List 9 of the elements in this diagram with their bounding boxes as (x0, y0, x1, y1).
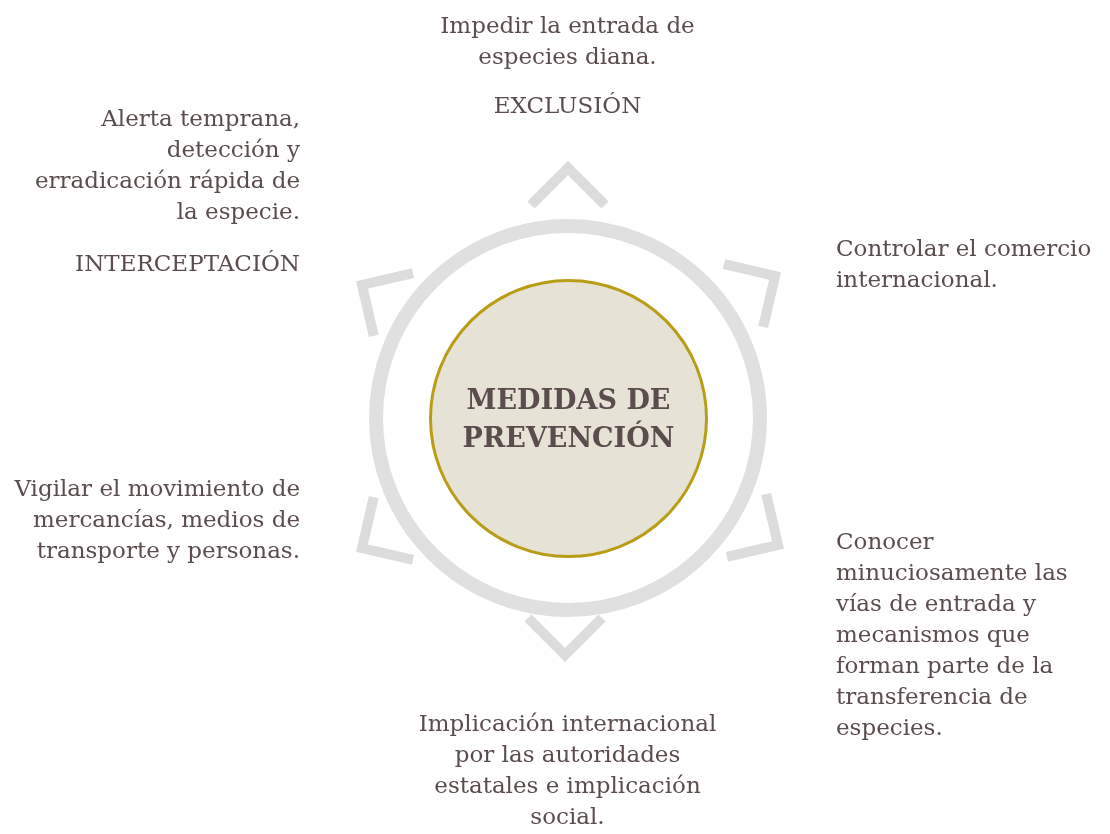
description-text: Conocer minuciosamente las vías de entrada y mecanismos que forman parte de la transferencia de especies. (836, 527, 1069, 742)
description-text: Vigilar el movimiento de mercancías, medios de transporte y personas. (13, 474, 300, 565)
description-text: Controlar el comercio internacional. (836, 234, 1093, 294)
category-heading: EXCLUSIÓN (492, 91, 643, 120)
description-text: Alerta temprana, detección y erradicación rápida de la especie. (33, 104, 300, 226)
category-heading: INTERCEPTACIÓN (74, 249, 300, 278)
description-text: Impedir la entrada de especies diana. (439, 11, 696, 71)
title-text: MEDIDAS DE PREVENCIÓN (461, 382, 676, 455)
description-text: Implicación internacional por las autoridades estatales e implicación social. (417, 709, 718, 831)
